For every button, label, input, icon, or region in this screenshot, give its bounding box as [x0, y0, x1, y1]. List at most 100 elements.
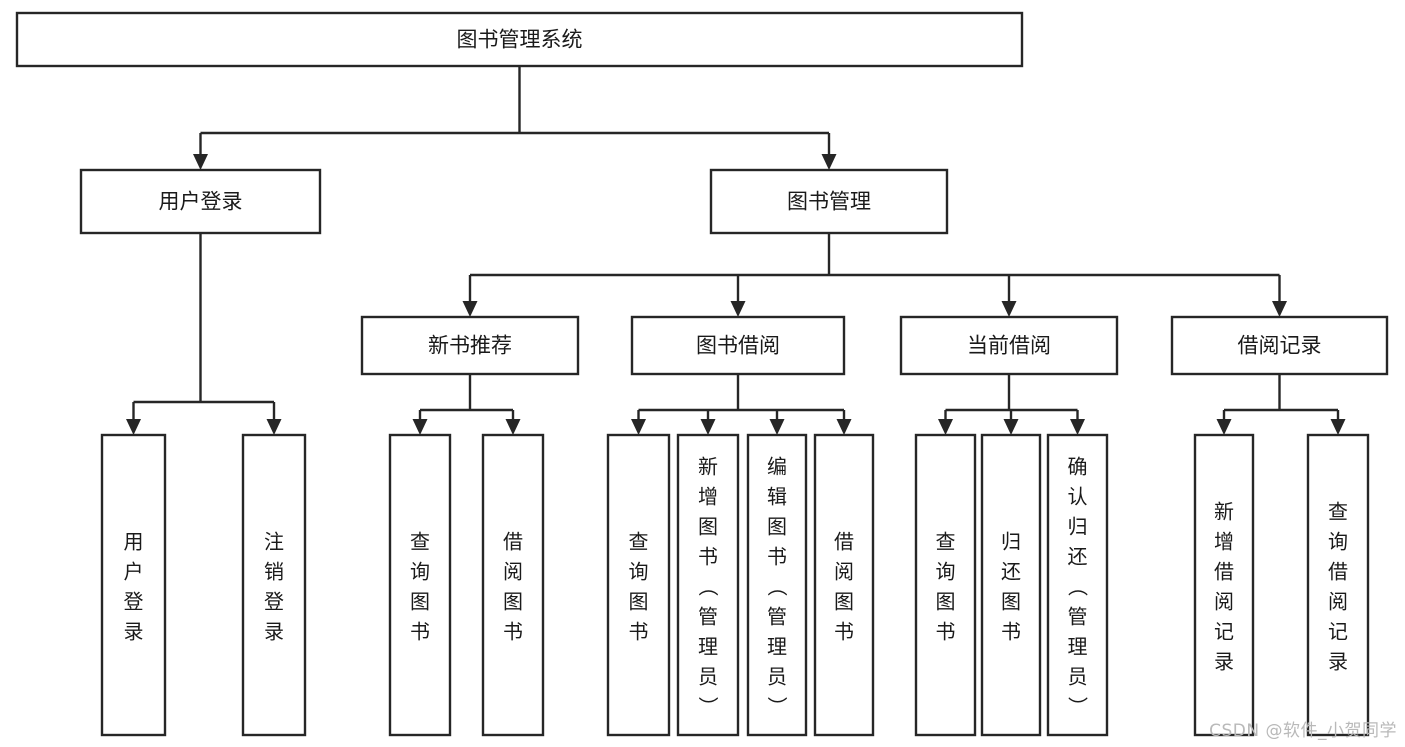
leaf-label-char: 图 [503, 589, 523, 613]
leaf-rect[interactable] [746, 433, 808, 737]
node-root[interactable]: 图书管理系统 [15, 11, 1024, 68]
leaf-label-char: 阅 [1214, 589, 1234, 613]
leaf-label-char: 登 [124, 589, 144, 613]
leaf-label-char: 员 [767, 664, 787, 688]
leaf-label-char: 书 [834, 619, 854, 643]
leaf-label-char: 理 [767, 634, 787, 658]
node-rect[interactable] [360, 315, 580, 376]
leaf-label-char: 询 [629, 559, 649, 583]
leaf-label-char: 阅 [834, 559, 854, 583]
node-current-borrow[interactable]: 当前借阅 [899, 315, 1119, 376]
leaf-label-char: 借 [1214, 559, 1234, 583]
leaf-label-char: 图 [834, 589, 854, 613]
leaf-label-char: （ [765, 576, 789, 596]
leaf-label-char: 图 [410, 589, 430, 613]
leaf-label-char: 员 [698, 664, 718, 688]
leaf-label-char: 查 [1328, 499, 1348, 523]
leaf-label-char: 图 [698, 514, 718, 538]
node-label: 当前借阅 [967, 334, 1051, 358]
leaf-label-char: 借 [1328, 559, 1348, 583]
leaf-rect[interactable] [481, 433, 545, 737]
leaf-rect[interactable] [1306, 433, 1370, 737]
leaf-label-char: 理 [698, 634, 718, 658]
leaf-node-leaf-user-login[interactable]: 用户登录 [100, 433, 167, 737]
leaf-label-char: 图 [767, 514, 787, 538]
leaf-rect[interactable] [606, 433, 671, 737]
leaf-rect[interactable] [1046, 433, 1109, 737]
leaf-label-char: 询 [410, 559, 430, 583]
leaf-label-char: 书 [698, 544, 718, 568]
leaf-label-char: 记 [1214, 619, 1234, 643]
leaf-rect[interactable] [241, 433, 307, 737]
leaf-label-char: 借 [503, 529, 523, 553]
leaf-label-char: （ [1066, 576, 1090, 596]
leaf-label-char: 新 [698, 454, 718, 478]
leaf-label-char: 管 [698, 604, 718, 628]
leaf-label-char: 归 [1001, 529, 1021, 553]
leaf-label-char: 增 [698, 484, 718, 508]
leaf-label-char: 新 [1214, 499, 1234, 523]
node-book-manage[interactable]: 图书管理 [709, 168, 949, 235]
leaf-rect[interactable] [388, 433, 452, 737]
leaf-label-char: 录 [124, 619, 144, 643]
leaf-label-char: 书 [503, 619, 523, 643]
node-rect[interactable] [1170, 315, 1389, 376]
leaf-rect[interactable] [100, 433, 167, 737]
leaf-label-char: 阅 [1328, 589, 1348, 613]
node-user-login[interactable]: 用户登录 [79, 168, 322, 235]
leaf-label-char: 查 [629, 529, 649, 553]
leaf-label-char: 理 [1068, 634, 1088, 658]
leaf-label-char: 注 [264, 529, 284, 553]
leaf-label-char: 确 [1068, 454, 1088, 478]
node-label: 图书管理系统 [457, 28, 583, 52]
leaf-label-char: ） [765, 696, 789, 716]
leaf-label-char: 记 [1328, 619, 1348, 643]
node-borrow-record[interactable]: 借阅记录 [1170, 315, 1389, 376]
leaf-label-char: 录 [1328, 649, 1348, 673]
node-book-borrow[interactable]: 图书借阅 [630, 315, 846, 376]
node-rect[interactable] [79, 168, 322, 235]
node-rect[interactable] [709, 168, 949, 235]
leaf-label-char: 查 [410, 529, 430, 553]
leaf-label-char: 借 [834, 529, 854, 553]
node-new-book-recommend[interactable]: 新书推荐 [360, 315, 580, 376]
leaf-label-char: 增 [1214, 529, 1234, 553]
leaf-rect[interactable] [813, 433, 875, 737]
nodes-layer: 图书管理系统用户登录图书管理新书推荐图书借阅当前借阅借阅记录用户登录注销登录查询… [15, 11, 1389, 737]
node-rect[interactable] [15, 11, 1024, 68]
leaf-label-char: 图 [629, 589, 649, 613]
node-label: 用户登录 [159, 190, 243, 214]
node-label: 新书推荐 [428, 334, 512, 358]
leaf-rect[interactable] [980, 433, 1042, 737]
leaf-label-char: 书 [936, 619, 956, 643]
leaf-label-char: 管 [767, 604, 787, 628]
leaf-label-char: 员 [1068, 664, 1088, 688]
leaf-rect[interactable] [914, 433, 977, 737]
leaf-rect[interactable] [1193, 433, 1255, 737]
leaf-label-char: 书 [629, 619, 649, 643]
leaf-rect[interactable] [676, 433, 740, 737]
connectors-layer [126, 66, 1346, 435]
node-label: 图书管理 [787, 190, 871, 214]
node-rect[interactable] [899, 315, 1119, 376]
leaf-label-char: （ [696, 576, 720, 596]
node-rect[interactable] [630, 315, 846, 376]
leaf-label-char: 图 [936, 589, 956, 613]
leaf-label-char: 阅 [503, 559, 523, 583]
leaf-label-char: 还 [1001, 559, 1021, 583]
leaf-label-char: 管 [1068, 604, 1088, 628]
